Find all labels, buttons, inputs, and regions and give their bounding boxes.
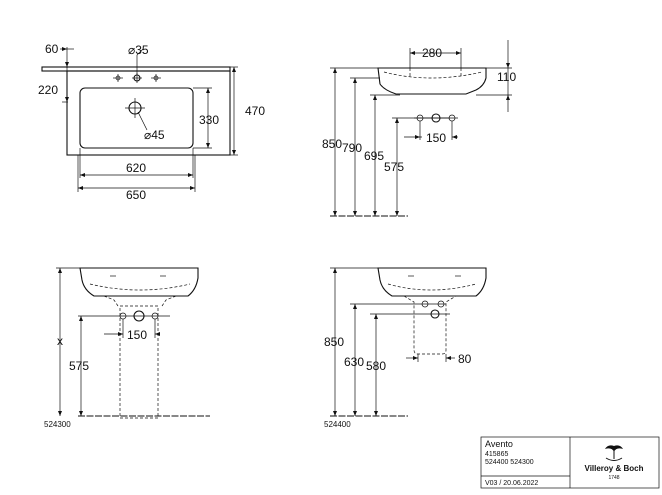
dim-630: 630: [344, 355, 364, 369]
dim-470: 470: [245, 104, 265, 118]
dim-620: 620: [126, 161, 146, 175]
brand-name: Villeroy & Boch: [585, 464, 644, 473]
elevation-view: 280 110 850 790 695 575 150: [322, 40, 516, 217]
arrowheads: [58, 47, 510, 416]
dim-80: 80: [458, 352, 472, 366]
dim-330: 330: [199, 113, 219, 127]
model-524400: 524400: [324, 420, 351, 429]
accessory-numbers: 524400 524300: [485, 459, 534, 466]
version-date: V03 / 20.06.2022: [485, 480, 538, 487]
dim-d45: ⌀45: [144, 128, 165, 142]
dim-650: 650: [126, 188, 146, 202]
brand-logo-icon: [605, 445, 623, 461]
dim-110: 110: [497, 70, 516, 84]
dim-695: 695: [364, 149, 384, 163]
front-pedestal-view: x 575 150 524300: [44, 267, 210, 429]
dim-60: 60: [45, 42, 59, 56]
model-524300: 524300: [44, 420, 71, 429]
basin-front-2: [79, 267, 199, 297]
dim-220: 220: [38, 83, 58, 97]
dim-150-ped: 150: [127, 328, 147, 342]
top-view: 60 ⌀35 220 470 330 ⌀45 620 650: [38, 42, 265, 202]
dim-575: 575: [384, 160, 404, 174]
dim-850: 850: [322, 137, 342, 151]
brand-year: 1748: [608, 475, 619, 481]
dim-850-ped: 850: [324, 335, 344, 349]
basin-front-3: [377, 267, 487, 297]
pedestal: [119, 305, 159, 419]
side-pedestal-view: 850 630 580 80 524400: [324, 267, 487, 429]
basin-front: [377, 67, 487, 95]
dim-575-ped: 575: [69, 359, 89, 373]
dim-790: 790: [342, 141, 362, 155]
basin-outline: [66, 70, 231, 156]
basin-bowl: [79, 87, 194, 149]
dim-x: x: [57, 334, 63, 348]
product-name: Avento: [485, 439, 513, 449]
dim-580: 580: [366, 359, 386, 373]
title-block: Avento 415865 524400 524300 V03 / 20.06.…: [480, 436, 660, 489]
dim-280: 280: [422, 46, 442, 60]
dim-150-top: 150: [426, 131, 446, 145]
semi-pedestal: [403, 295, 457, 355]
article-number: 415865: [485, 451, 508, 458]
dim-d35: ⌀35: [128, 43, 149, 57]
wall-edge: [41, 66, 231, 72]
